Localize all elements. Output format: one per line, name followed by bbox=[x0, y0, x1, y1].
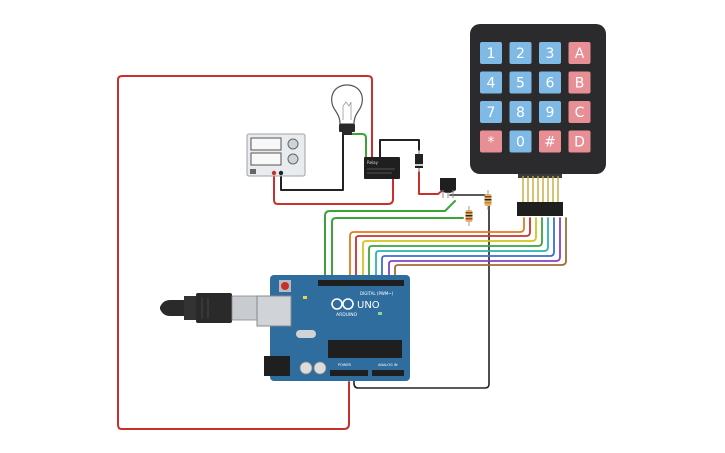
transistor[interactable] bbox=[440, 178, 456, 198]
arduino-logo bbox=[331, 298, 354, 310]
keypad-key-label: D bbox=[574, 135, 585, 151]
keypad-key-label: 2 bbox=[516, 46, 525, 62]
keypad-key-2-3[interactable] bbox=[568, 101, 591, 123]
keypad-key-3-1[interactable] bbox=[509, 130, 532, 153]
wire-green-bulb-relay[interactable] bbox=[351, 133, 373, 161]
power-supply-icon[interactable] bbox=[246, 133, 306, 177]
keypad-key-2-2[interactable] bbox=[539, 101, 561, 123]
keypad-key-1-0[interactable] bbox=[480, 71, 502, 94]
keypad-key-label: # bbox=[544, 135, 556, 151]
wire-keypad-3[interactable] bbox=[362, 217, 537, 281]
keypad-key-label: B bbox=[575, 76, 585, 92]
wire-red-supply-relay[interactable] bbox=[273, 175, 394, 205]
lightbulb-icon[interactable] bbox=[331, 84, 363, 135]
arduino-digital-header[interactable] bbox=[318, 280, 404, 286]
keypad-key-label: 7 bbox=[487, 105, 496, 121]
keypad-key-2-1[interactable] bbox=[509, 101, 532, 123]
arduino-reset-button[interactable] bbox=[281, 282, 289, 290]
keypad-key-label: 4 bbox=[487, 76, 496, 92]
arduino-digital-label: DIGITAL (PWM~) bbox=[360, 291, 394, 296]
keypad-keys: 1 2 3 A 4 5 6 B 7 8 9 C * 0 # D bbox=[480, 42, 591, 153]
keypad-key-3-3[interactable] bbox=[568, 130, 591, 153]
keypad[interactable]: 1 2 3 A 4 5 6 B 7 8 9 C * 0 # D bbox=[470, 24, 606, 216]
wire-keypad-4[interactable] bbox=[368, 217, 543, 281]
wire-keypad-7[interactable] bbox=[388, 217, 561, 281]
keypad-key-0-3[interactable] bbox=[568, 42, 591, 64]
wire-red-power-loop[interactable] bbox=[117, 75, 373, 430]
keypad-key-2-0[interactable] bbox=[480, 101, 502, 123]
arduino-power-header[interactable] bbox=[330, 370, 368, 376]
arduino-analog-header[interactable] bbox=[372, 370, 404, 376]
keypad-key-label: C bbox=[575, 105, 585, 121]
wire-green-1[interactable] bbox=[324, 200, 456, 281]
usb-cable-icon[interactable] bbox=[160, 293, 259, 323]
keypad-key-label: 8 bbox=[516, 105, 525, 121]
keypad-key-label: 9 bbox=[546, 105, 555, 121]
arduino-board[interactable]: ARDUINO UNO DIGITAL (PWM~) POWER ANALOG … bbox=[256, 275, 410, 381]
keypad-key-label: A bbox=[575, 46, 585, 62]
keypad-key-1-3[interactable] bbox=[568, 71, 591, 94]
keypad-key-0-1[interactable] bbox=[509, 42, 532, 64]
wire-keypad-8[interactable] bbox=[394, 217, 567, 281]
wire-keypad-2[interactable] bbox=[355, 217, 531, 281]
keypad-key-label: * bbox=[488, 135, 495, 151]
keypad-key-0-0[interactable] bbox=[480, 42, 502, 64]
keypad-key-label: 0 bbox=[516, 135, 525, 151]
arduino-model-text: UNO bbox=[357, 300, 380, 311]
relay-label: Relay bbox=[367, 160, 379, 165]
arduino-power-label: POWER bbox=[338, 363, 352, 367]
arduino-logo-text: ARDUINO bbox=[336, 312, 358, 318]
wire-black-relay-diode[interactable] bbox=[379, 139, 420, 159]
wire-keypad-5[interactable] bbox=[375, 217, 549, 281]
keypad-key-label: 5 bbox=[516, 76, 525, 92]
arduino-usb-port[interactable] bbox=[256, 295, 292, 327]
resistor-2[interactable] bbox=[484, 190, 492, 210]
wire-black-ground[interactable] bbox=[353, 204, 490, 389]
wire-green-2[interactable] bbox=[331, 217, 464, 281]
relay[interactable]: Relay bbox=[364, 157, 400, 179]
keypad-header-pins[interactable] bbox=[517, 202, 563, 216]
wire-keypad-6[interactable] bbox=[381, 217, 555, 281]
keypad-key-1-1[interactable] bbox=[509, 71, 532, 94]
keypad-key-label: 1 bbox=[487, 46, 496, 62]
arduino-power-jack[interactable] bbox=[264, 356, 290, 376]
arduino-mcu-chip bbox=[328, 340, 402, 358]
keypad-key-label: 3 bbox=[546, 46, 555, 62]
keypad-key-label: 6 bbox=[546, 76, 555, 92]
wire-red-diode-transistor[interactable] bbox=[418, 171, 444, 195]
wire-keypad-1[interactable] bbox=[349, 217, 525, 281]
keypad-key-0-2[interactable] bbox=[539, 42, 561, 64]
wire-black-supply-bulb[interactable] bbox=[280, 132, 344, 191]
keypad-key-3-0[interactable] bbox=[480, 130, 502, 153]
arduino-analog-label: ANALOG IN bbox=[378, 363, 398, 367]
resistor-1[interactable] bbox=[465, 206, 473, 226]
diode[interactable] bbox=[415, 150, 423, 172]
keypad-key-1-2[interactable] bbox=[539, 71, 561, 94]
keypad-key-3-2[interactable] bbox=[539, 130, 561, 153]
wires bbox=[117, 75, 567, 430]
keypad-ribbon bbox=[522, 176, 559, 202]
